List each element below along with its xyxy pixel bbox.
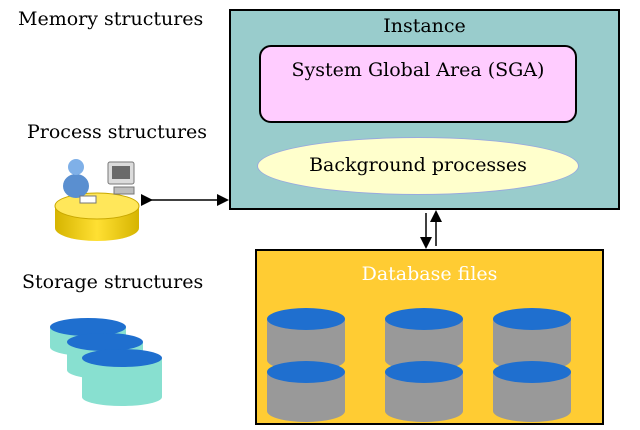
sga-label: System Global Area (SGA) <box>291 59 545 81</box>
sga-box: System Global Area (SGA) <box>259 45 577 123</box>
database-disk-icon <box>267 308 345 422</box>
instance-title: Instance <box>383 15 466 37</box>
database-files-label: Database files <box>361 263 498 285</box>
background-processes-ellipse: Background processes <box>257 137 579 195</box>
storage-disks-icon <box>50 318 162 406</box>
storage-structures-label: Storage structures <box>22 271 204 293</box>
database-disk-icon <box>493 308 571 422</box>
background-processes-label: Background processes <box>309 154 527 176</box>
memory-structures-label: Memory structures <box>18 8 204 30</box>
user-at-computer-icon <box>54 159 140 241</box>
instance-box: Instance System Global Area (SGA) Backgr… <box>229 9 620 210</box>
database-disk-icon <box>385 308 463 422</box>
process-structures-label: Process structures <box>27 121 208 143</box>
